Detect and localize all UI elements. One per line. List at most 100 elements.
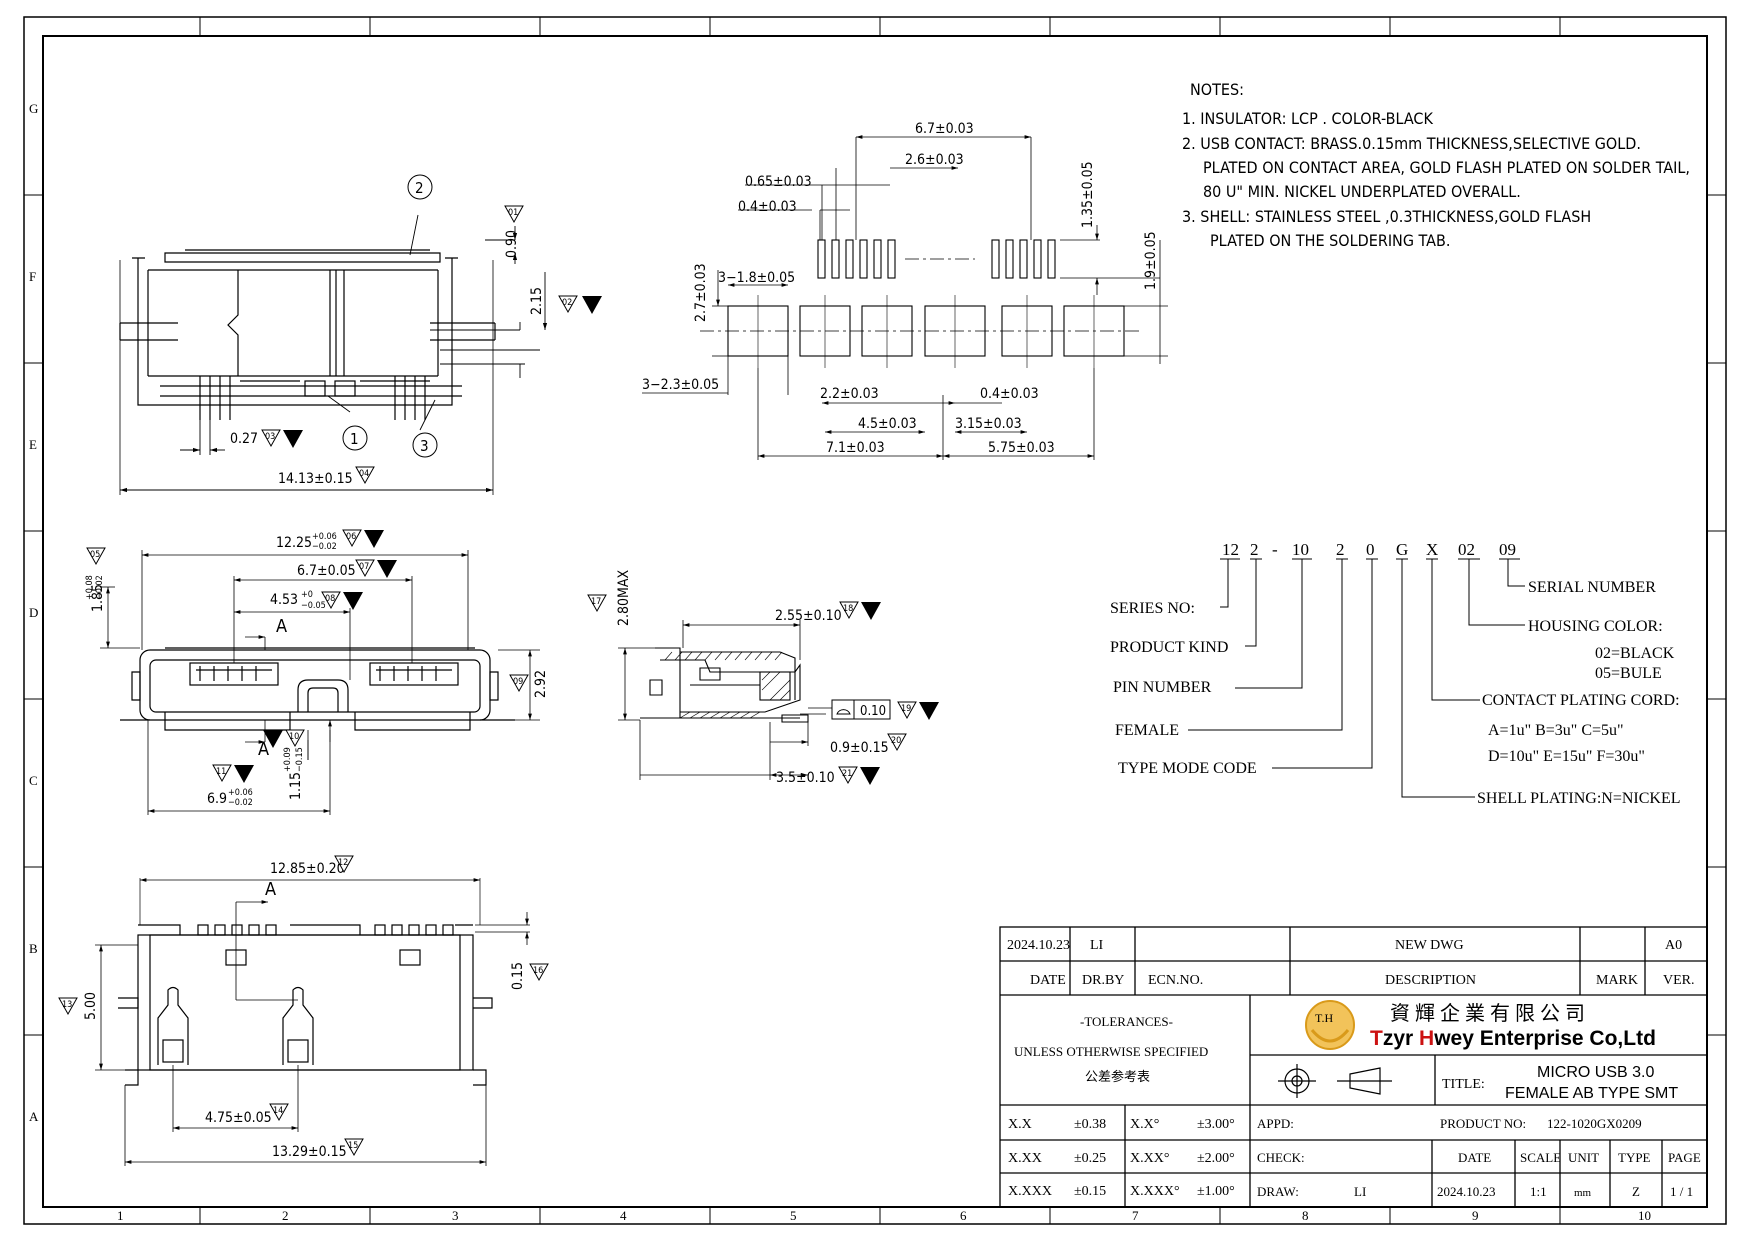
side-view — [120, 647, 515, 731]
projection-symbol — [1278, 1064, 1392, 1098]
tag-21-shape — [838, 766, 858, 785]
pn-seg-type: 0 — [1366, 540, 1375, 559]
tolerance-block: -TOLERANCES- UNLESS OTHERWISE SPECIFIED … — [1014, 1014, 1208, 1084]
side-view-dim-text: 12.25 +0.06 −0.02 6.7±0.05 4.53 +0 −0.05… — [85, 532, 549, 808]
dim-sv-6-9: 6.9 — [207, 791, 227, 807]
dim-sv-1-85-tol-up: +0.08 — [85, 575, 95, 600]
dim-sv-1-15-tol-dn: −0.15 — [295, 747, 305, 772]
tag-15: 15 — [348, 1141, 358, 1151]
notes-block: NOTES: 1. INSULATOR: LCP . COLOR-BLACK 2… — [1182, 80, 1690, 250]
tol-lin-1: X.X — [1008, 1117, 1032, 1132]
info-values: 2024.10.23 1:1 mm Z 1 / 1 — [1437, 1184, 1693, 1199]
tag-10-mark — [263, 730, 283, 748]
pn-seg-housing: 02 — [1458, 540, 1475, 559]
section-view-tags: 17 18 19 20 21 — [587, 594, 939, 785]
dim-fp-0-4a: 0.4±0.03 — [738, 199, 797, 215]
dim-bv-13-29: 13.29±0.15 — [272, 1144, 347, 1160]
header-date: DATE — [1030, 973, 1066, 988]
info-page: 1 / 1 — [1670, 1184, 1693, 1199]
note-line-2: 2. USB CONTACT: BRASS.0.15mm THICKNESS,S… — [1182, 134, 1641, 153]
front-view-dim-text: 0.27 14.13±0.15 0.90 2.15 — [230, 230, 545, 487]
tag-20: 20 — [891, 736, 901, 746]
tol-lin-tol-2: ±0.25 — [1074, 1151, 1106, 1166]
dim-fp-3-1-8: 3−1.8±0.05 — [718, 270, 795, 286]
tag-09-shape — [509, 674, 529, 693]
dim-sv-1-15: 1.15 — [288, 772, 304, 800]
pn-label-series: SERIES NO: — [1110, 600, 1195, 617]
pn-label-kind: PRODUCT KIND — [1110, 639, 1228, 656]
section-view-hatch — [664, 651, 791, 719]
sheet-frame — [23, 16, 1727, 1225]
tolerance-heading: -TOLERANCES- — [1080, 1014, 1173, 1029]
pn-seg-plating: X — [1426, 540, 1438, 559]
tol-lin-2: X.XX — [1008, 1151, 1042, 1166]
tag-04-shape — [355, 466, 375, 485]
tol-ang-tol-3: ±1.00° — [1197, 1184, 1235, 1199]
tag-20-shape — [887, 733, 907, 752]
rev-date: 2024.10.23 — [1007, 938, 1070, 953]
tag-08-mark — [343, 592, 363, 610]
tag-11: 11 — [216, 767, 226, 777]
info-header-scale: SCALE — [1520, 1150, 1561, 1165]
tag-16: 16 — [533, 966, 543, 976]
section-view-dims — [618, 620, 836, 780]
col-label-5: 5 — [790, 1208, 797, 1223]
note-line-1: 1. INSULATOR: LCP . COLOR-BLACK — [1182, 109, 1433, 128]
dim-sv-12-25: 12.25 — [276, 535, 312, 551]
dim-2-15: 2.15 — [529, 287, 545, 315]
title-line-1: MICRO USB 3.0 — [1537, 1064, 1654, 1081]
dim-fp-4-5: 4.5±0.03 — [858, 416, 917, 432]
header-description: DESCRIPTION — [1385, 973, 1476, 988]
tag-06-shape — [342, 529, 362, 548]
tag-21: 21 — [842, 769, 852, 779]
note-line-4: 80 U" MIN. NICKEL UNDERPLATED OVERALL. — [1203, 182, 1521, 201]
dim-sv-1-85-tol-dn: −0.02 — [95, 575, 105, 600]
info-header-page: PAGE — [1668, 1150, 1701, 1165]
callout-2-circle — [407, 174, 433, 200]
pn-seg-series: 12 — [1222, 540, 1239, 559]
tag-01: 01 — [508, 208, 518, 218]
dim-fp-1-9: 1.9±0.05 — [1143, 231, 1159, 290]
pn-label-serial: SERIAL NUMBER — [1528, 579, 1656, 596]
tag-13-shape — [58, 997, 78, 1016]
part-number-leaders — [1188, 558, 1525, 798]
tol-ang-tol-2: ±2.00° — [1197, 1151, 1235, 1166]
dim-sv-6-9-tol-up: +0.06 — [228, 788, 253, 798]
dim-sv-1-85: 1.85 — [90, 584, 106, 612]
dim-14-13: 14.13±0.15 — [278, 471, 353, 487]
tag-10-shape — [285, 729, 305, 748]
tol-lin-3: X.XXX — [1008, 1184, 1052, 1199]
product-number-row: PRODUCT NO: 122-1020GX0209 — [1440, 1116, 1642, 1131]
row-label-g: G — [29, 101, 38, 116]
tag-12: 12 — [338, 858, 348, 868]
tol-lin-tol-1: ±0.38 — [1074, 1117, 1106, 1132]
info-date: 2024.10.23 — [1437, 1184, 1496, 1199]
tag-21-mark — [860, 767, 880, 785]
info-header-date: DATE — [1458, 1150, 1491, 1165]
dim-fp-2-7: 2.7±0.03 — [693, 263, 709, 322]
tag-02: 02 — [562, 298, 572, 308]
tag-05: 05 — [90, 550, 100, 560]
dim-fp-0-65: 0.65±0.03 — [745, 174, 812, 190]
tag-09: 09 — [513, 677, 523, 687]
tag-07: 07 — [359, 562, 369, 572]
company-logo: T.H — [1305, 1000, 1355, 1050]
tag-18-shape — [839, 601, 859, 620]
dim-sv-4-53: 4.53 — [270, 592, 298, 608]
dim-sv-6-9-tol-dn: −0.02 — [228, 798, 253, 808]
tag-18-mark — [861, 602, 881, 620]
tag-04: 04 — [359, 469, 369, 479]
tag-15-shape — [344, 1138, 364, 1157]
notes-heading: NOTES: — [1190, 80, 1244, 99]
info-scale: 1:1 — [1530, 1184, 1547, 1199]
bottom-view-dims — [95, 878, 530, 1166]
col-label-8: 8 — [1302, 1208, 1309, 1223]
note-line-5: 3. SHELL: STAINLESS STEEL ,0.3THICKNESS,… — [1182, 207, 1591, 226]
dim-bv-12-85: 12.85±0.20 — [270, 861, 345, 877]
dim-fp-3-2-3: 3−2.3±0.05 — [642, 377, 719, 393]
tag-03: 03 — [265, 432, 275, 442]
front-view-dims — [120, 214, 548, 493]
tag-19-shape — [897, 701, 917, 720]
tag-19: 19 — [901, 704, 911, 714]
tag-08-shape — [321, 591, 341, 610]
